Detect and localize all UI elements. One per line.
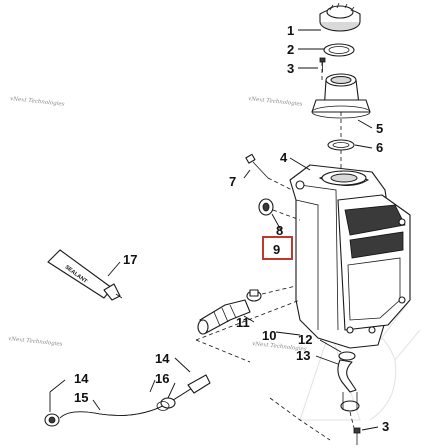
callout-4[interactable]: 4 xyxy=(280,150,288,165)
watermark-3: vNext Technologies xyxy=(8,336,63,348)
watermark-1: vNext Technologies xyxy=(10,96,65,108)
watermarks: vNext Technologies vNext Technologies vN… xyxy=(8,96,307,353)
callout-7[interactable]: 7 xyxy=(229,174,236,189)
leader-lines xyxy=(49,29,379,441)
callout-9[interactable]: 9 xyxy=(273,242,280,257)
callout-5[interactable]: 5 xyxy=(376,121,383,136)
watermark-4: vNext Technologies xyxy=(252,341,307,353)
part-17-sealant-tube[interactable]: SEALANT xyxy=(47,249,123,301)
part-3-screw-bottom[interactable] xyxy=(353,427,361,445)
part-1-cap[interactable] xyxy=(319,2,361,32)
callout-numbers: 1 2 3 4 5 6 7 8 9 10 11 12 13 14 14 15 1… xyxy=(74,23,389,434)
part-2-gasket[interactable] xyxy=(323,43,355,57)
callout-3-bottom[interactable]: 3 xyxy=(382,419,389,434)
filler-neck[interactable] xyxy=(311,73,371,119)
callout-8[interactable]: 8 xyxy=(276,223,283,238)
callout-3-top[interactable]: 3 xyxy=(287,61,294,76)
callout-2[interactable]: 2 xyxy=(287,42,294,57)
callout-6[interactable]: 6 xyxy=(376,140,383,155)
part-3-screw-top[interactable] xyxy=(319,57,326,72)
callout-15[interactable]: 15 xyxy=(74,390,88,405)
part-8-grommet[interactable] xyxy=(258,198,274,216)
callout-1[interactable]: 1 xyxy=(287,23,294,38)
callout-17[interactable]: 17 xyxy=(123,252,137,267)
callout-11[interactable]: 11 xyxy=(236,315,250,330)
callout-14-right[interactable]: 14 xyxy=(155,351,170,366)
highlight-box xyxy=(262,236,293,260)
part-7-bolt[interactable] xyxy=(245,153,269,179)
part-14-connector[interactable] xyxy=(187,374,211,394)
part-4-tank[interactable] xyxy=(289,164,411,349)
part-11-fitting[interactable] xyxy=(197,289,262,335)
part-6-o-ring[interactable] xyxy=(327,139,355,151)
callout-13[interactable]: 13 xyxy=(296,348,310,363)
watermark-2: vNext Technologies xyxy=(248,96,303,108)
callout-12[interactable]: 12 xyxy=(298,332,312,347)
part-15-fuel-line[interactable] xyxy=(44,379,206,427)
part-13-hose[interactable] xyxy=(337,351,360,412)
callout-10[interactable]: 10 xyxy=(262,328,276,343)
part-16-clamp[interactable] xyxy=(156,397,176,411)
callout-14-left[interactable]: 14 xyxy=(74,371,89,386)
callout-16[interactable]: 16 xyxy=(155,371,169,386)
